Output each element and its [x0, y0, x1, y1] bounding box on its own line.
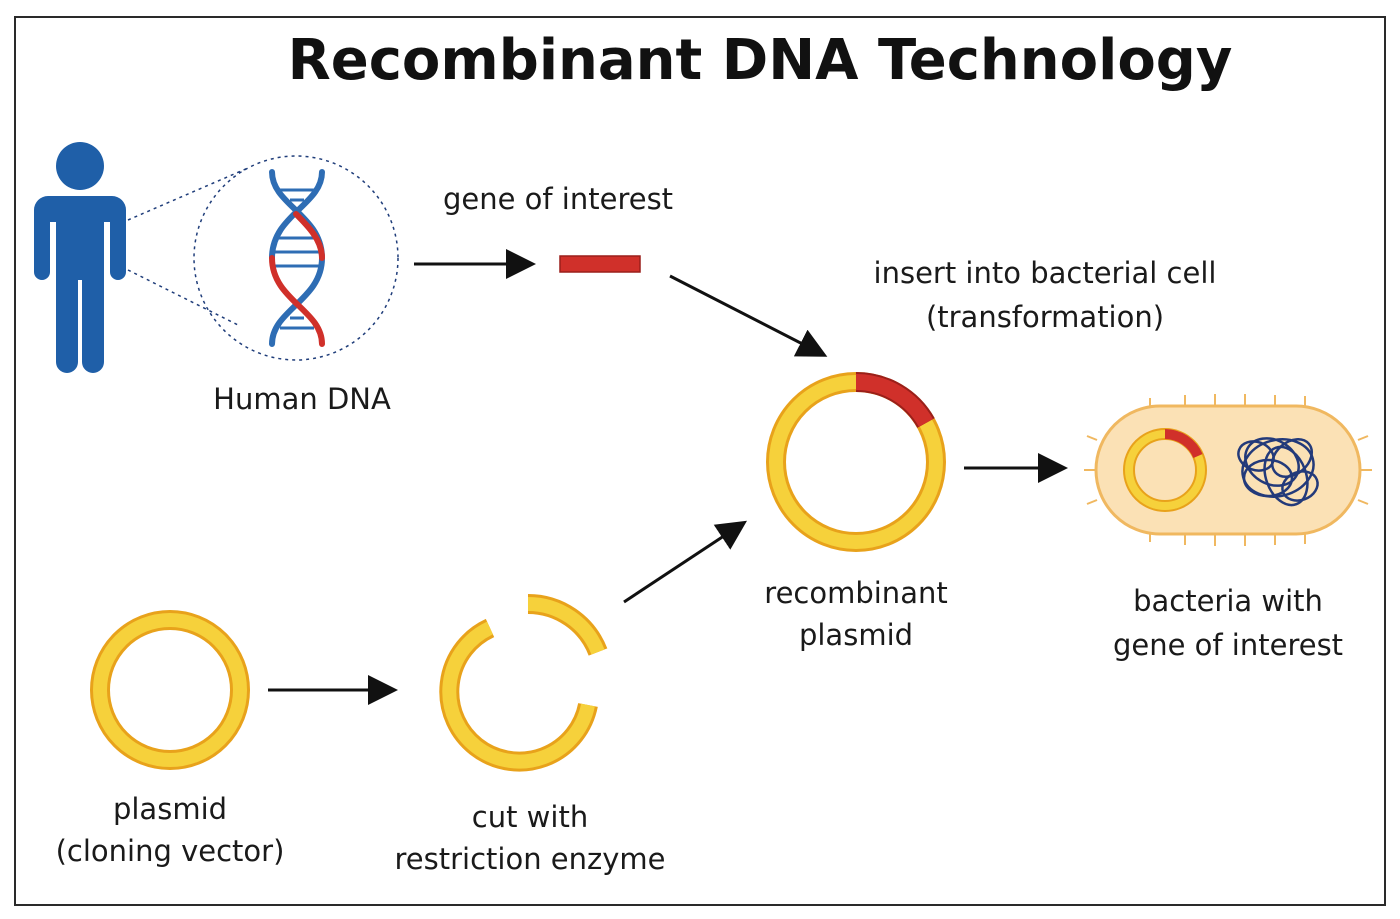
label-insert-line1: insert into bacterial cell	[873, 256, 1217, 290]
bacterium-cell	[1084, 394, 1372, 546]
zoom-lines	[127, 155, 399, 361]
plasmid-ring	[90, 610, 250, 770]
label-insert-line2: (transformation)	[925, 300, 1165, 334]
label-plasmid-line2: (cloning vector)	[55, 834, 285, 868]
label-cut-line2: restriction enzyme	[394, 842, 666, 876]
label-recombinant-line1: recombinant	[764, 576, 948, 610]
arrow-cut-to-recombinant	[623, 520, 748, 604]
label-recombinant-line2: plasmid	[798, 618, 914, 652]
label-bacteria-line2: gene of interest	[1112, 628, 1344, 662]
bacterial-plasmid	[1123, 428, 1207, 512]
zoom-circle	[193, 155, 399, 361]
bacterial-chromosome	[1237, 437, 1319, 507]
recombinant-plasmid	[766, 371, 946, 552]
gene-segment	[559, 255, 641, 273]
label-plasmid-line1: plasmid	[112, 792, 228, 826]
diagram-title: Recombinant DNA Technology	[287, 28, 1233, 93]
person-icon	[34, 142, 126, 373]
label-cut-line1: cut with	[471, 800, 589, 834]
label-human-dna: Human DNA	[213, 382, 391, 416]
label-gene-of-interest: gene of interest	[442, 182, 674, 216]
label-bacteria-line1: bacteria with	[1133, 584, 1323, 618]
dna-helix-icon	[269, 169, 326, 347]
arrow-gene-to-recombinant	[669, 274, 828, 357]
cut-plasmid	[439, 594, 608, 772]
